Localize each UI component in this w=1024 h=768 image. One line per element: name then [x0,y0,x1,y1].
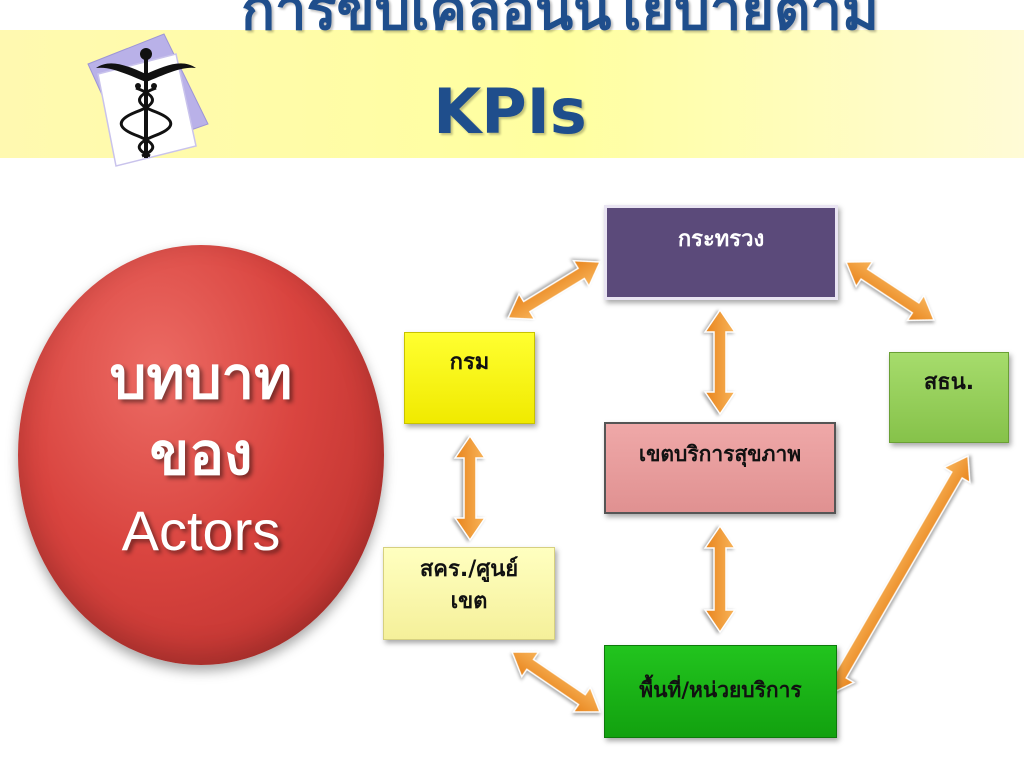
actors-oval-line1: บทบาท [109,344,293,412]
slide-title-line1: การขับเคลื่อนนโยบายตาม [241,0,879,43]
actors-oval [18,245,384,665]
arrow-department-center [453,434,487,542]
caduceus-icon [87,33,209,167]
arrow-center-area [510,651,602,713]
sorsor-box: สธน. [889,352,1009,443]
regional-center-box: สคร./ศูนย์ เขต [383,547,555,640]
actors-oval-line3: Actors [121,499,281,562]
arrow-ministry-region [703,308,737,416]
area-unit-box: พื้นที่/หน่วยบริการ [604,645,837,738]
health-region-box: เขตบริการสุขภาพ [604,422,836,514]
ministry-box: กระทรวง [604,205,838,300]
slide-title-line2: KPIs [433,75,587,148]
arrow-ministry-sorsor [844,260,936,322]
actors-oval-line2: ของ [149,420,253,488]
actors-oval-label: บทบาท ของ Actors [18,340,384,570]
arrow-ministry-department [506,259,602,321]
arrow-area-sorsor [827,454,971,696]
department-box: กรม [404,332,535,424]
arrow-region-area [703,524,737,634]
